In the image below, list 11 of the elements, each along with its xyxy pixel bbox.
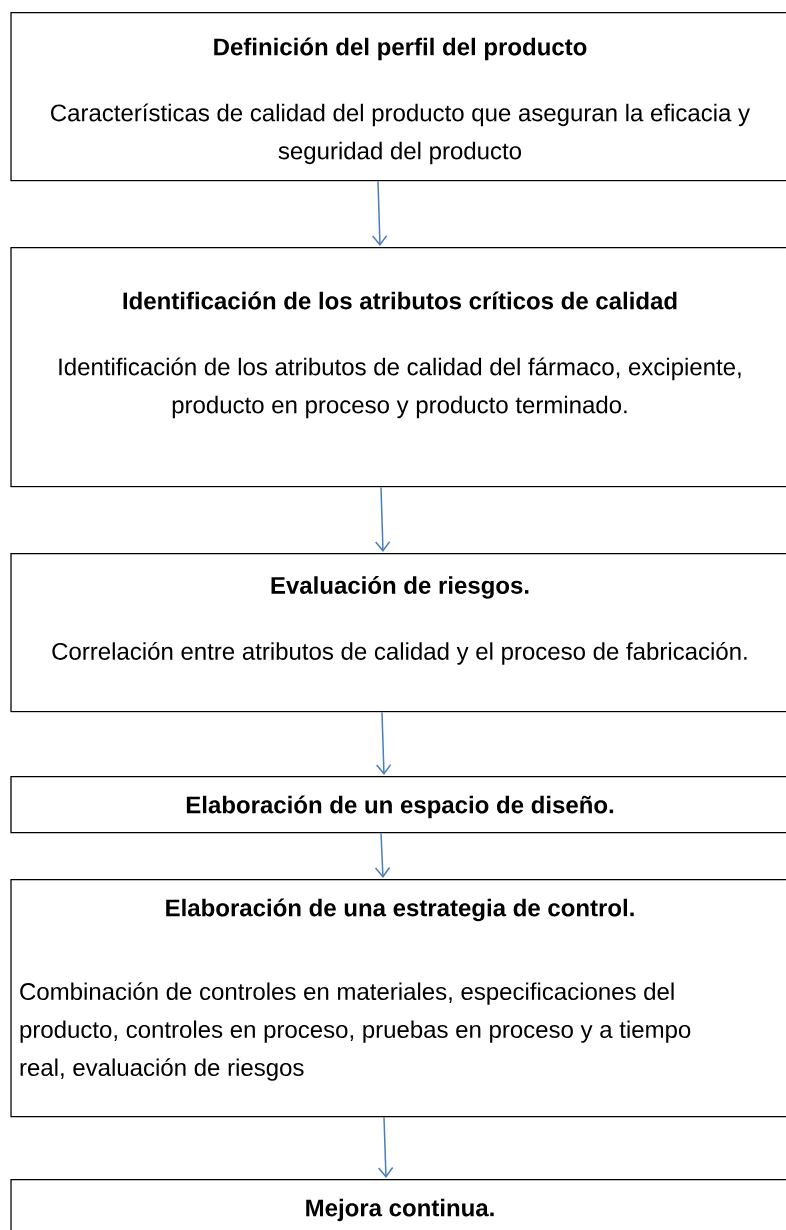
process-box: Elaboración de un espacio de diseño. (10, 776, 786, 834)
arrow (374, 832, 391, 878)
arrow (377, 1116, 394, 1178)
process-box: Elaboración de una estrategia de control. Combinación de controles en materiales, especificaciones del producto, controles en proceso, pruebas en proceso y a tiempo real, evaluación de riesgos (10, 879, 786, 1118)
process-box: Mejora continua. (10, 1179, 786, 1230)
process-box: Identificación de los atributos críticos de calidad Identificación de los atributos de calidad del fármaco, excipiente, producto en proceso y producto terminado. (10, 247, 786, 488)
arrow (371, 180, 388, 246)
process-box: Evaluación de riesgos. Correlación entre atributos de calidad y el proceso de fabricación. (10, 553, 786, 713)
process-box: Definición del perfil del producto Características de calidad del producto que aseguran la eficacia y seguridad del producto (10, 12, 786, 182)
arrow (374, 486, 391, 552)
arrow (375, 711, 392, 775)
